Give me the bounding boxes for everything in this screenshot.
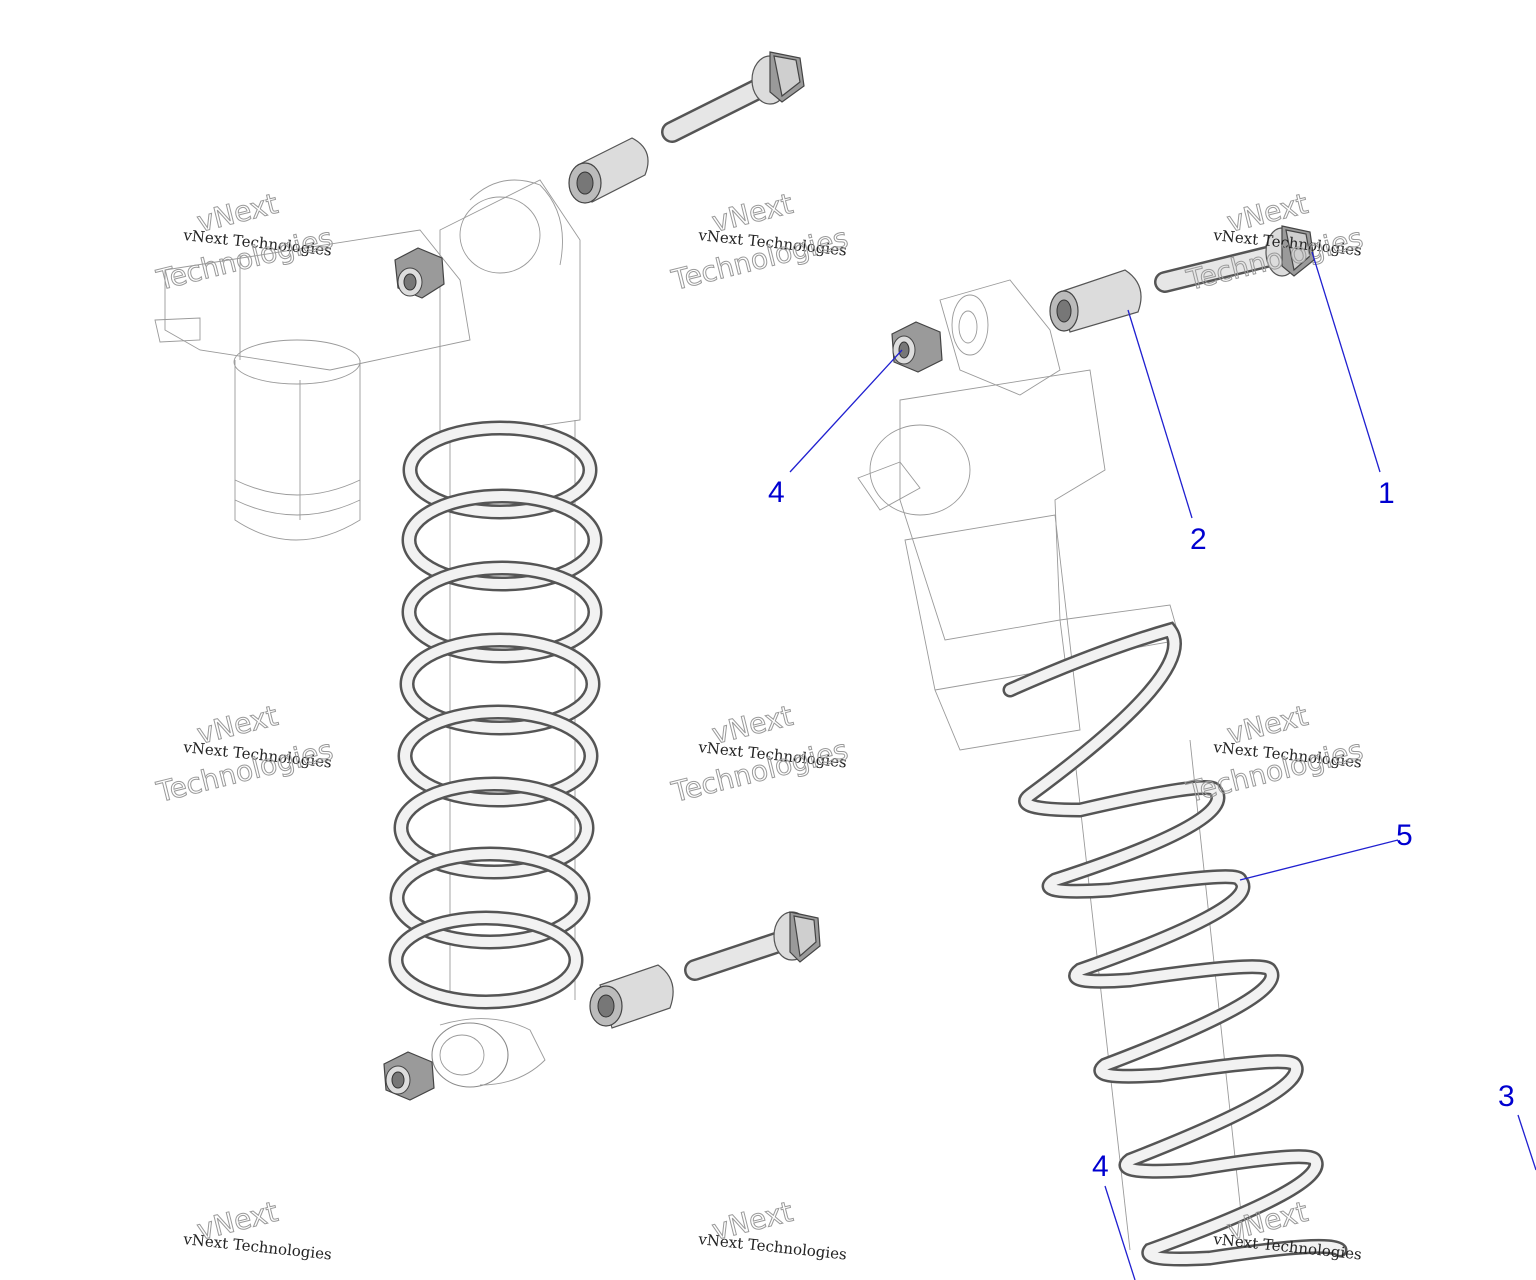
right-spacer: [1049, 269, 1142, 333]
left-lower-spacer: [589, 964, 674, 1029]
callout-label-3[interactable]: 3: [1498, 1080, 1515, 1113]
callout-label-1[interactable]: 1: [1378, 477, 1395, 510]
leader-line-4a: [789, 349, 903, 473]
left-shock-assembly: [154, 51, 821, 1101]
leader-line-5: [1239, 839, 1399, 881]
callout-label-2[interactable]: 2: [1190, 523, 1207, 556]
callouts: 1 2 3 4 4 5: [768, 251, 1536, 1280]
right-bolt: [1154, 225, 1315, 293]
leader-line-1: [1311, 251, 1381, 473]
left-upper-spacer: [568, 137, 649, 204]
left-upper-bolt: [661, 51, 805, 143]
callout-label-4[interactable]: 4: [768, 476, 785, 509]
watermarks: vNext Technologies vNext Technologies vN…: [152, 186, 1366, 1263]
right-shock-assembly: [857, 225, 1348, 1267]
right-nut: [891, 321, 943, 373]
left-coil-spring: [388, 420, 603, 1010]
callout-label-4-lower[interactable]: 4: [1092, 1150, 1109, 1183]
leader-line-3: [1517, 1114, 1536, 1171]
left-upper-nut: [394, 247, 445, 299]
leader-line-4b: [1104, 1185, 1136, 1280]
left-lower-bolt: [684, 911, 821, 981]
callout-label-5[interactable]: 5: [1396, 819, 1413, 852]
right-coil-spring: [1002, 621, 1348, 1267]
left-lower-nut: [383, 1051, 435, 1101]
leader-line-2: [1127, 309, 1193, 519]
